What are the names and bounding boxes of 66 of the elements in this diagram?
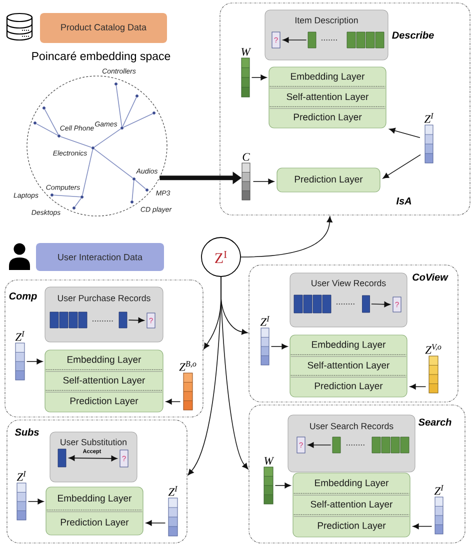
arrow [274, 482, 291, 488]
heading: Poincaré embedding space [32, 52, 170, 62]
variable-label: C [242, 153, 250, 161]
arrow [26, 358, 43, 364]
variable-label: Z$^{I}$ [15, 331, 25, 341]
layer-label: Self-attention Layer [63, 376, 146, 386]
tree-branch [60, 136, 92, 148]
arrow [389, 128, 420, 138]
layer-label: Self-attention Layer [308, 362, 390, 370]
arrow [252, 178, 274, 184]
tree-branch [122, 97, 137, 127]
tree-branch [74, 198, 82, 208]
variable-label: W [264, 457, 274, 465]
layer-label: Prediction Layer [70, 397, 138, 406]
data-source-box: Product Catalog Data [40, 13, 167, 43]
layer-label: Embedding Layer [291, 72, 365, 82]
arrow [382, 154, 421, 179]
tree-branch [36, 123, 58, 136]
tree-branch [134, 180, 146, 190]
variable-label: Z$^{I}$ [16, 471, 26, 481]
tree-branch [44, 109, 59, 135]
arrow [128, 317, 144, 324]
arrow [251, 74, 267, 80]
tree-branch [94, 148, 134, 178]
arrow [371, 302, 390, 308]
layer-label: Embedding Layer [58, 494, 132, 504]
layer-box: Prediction Layer [276, 168, 380, 192]
tree-branch [53, 194, 81, 198]
variable-label: Z$^{V,o}$ [425, 344, 442, 354]
double-arrow [68, 455, 118, 462]
token-block [362, 295, 370, 313]
token-block [118, 312, 128, 328]
variable-label: Z$^{I}$ [168, 486, 178, 496]
arrow [412, 524, 432, 530]
layer-label: Prediction Layer [314, 382, 383, 392]
layer-label: Self-attention Layer [310, 500, 393, 510]
variable-label: W [241, 48, 252, 56]
arrow [308, 442, 332, 448]
arrow [28, 498, 44, 504]
layer-label: Prediction Layer [318, 522, 386, 531]
token-block [58, 448, 66, 468]
variable-label: Z$^{I}$ [434, 485, 444, 495]
variable-label: Z$^{B,o}$ [179, 361, 196, 371]
layer-label: Embedding Layer [68, 356, 142, 365]
variable-label: Z$^{I}$ [260, 316, 270, 326]
layer-label: Prediction Layer [60, 518, 129, 528]
token-block [332, 436, 341, 454]
curved-arrow [220, 276, 248, 470]
arrow [410, 384, 426, 390]
arrow [146, 520, 166, 526]
layer-label: Embedding Layer [312, 340, 386, 350]
layer-label: Prediction Layer [294, 113, 362, 122]
variable-label: Z$^{I}$ [424, 113, 434, 123]
tree-branch [116, 85, 122, 127]
arrow [282, 37, 307, 43]
data-source-box: User Interaction Data [36, 243, 164, 271]
tree-branch [123, 113, 153, 128]
arrow [270, 344, 288, 350]
tree-branch [132, 180, 134, 201]
layer-label: Self-attention Layer [286, 93, 369, 102]
tree-branch [82, 149, 94, 196]
arrow [166, 398, 181, 404]
curved-arrow [240, 216, 332, 258]
tree-branch [94, 128, 121, 148]
layer-label: Embedding Layer [315, 479, 389, 488]
token-block [308, 32, 316, 48]
